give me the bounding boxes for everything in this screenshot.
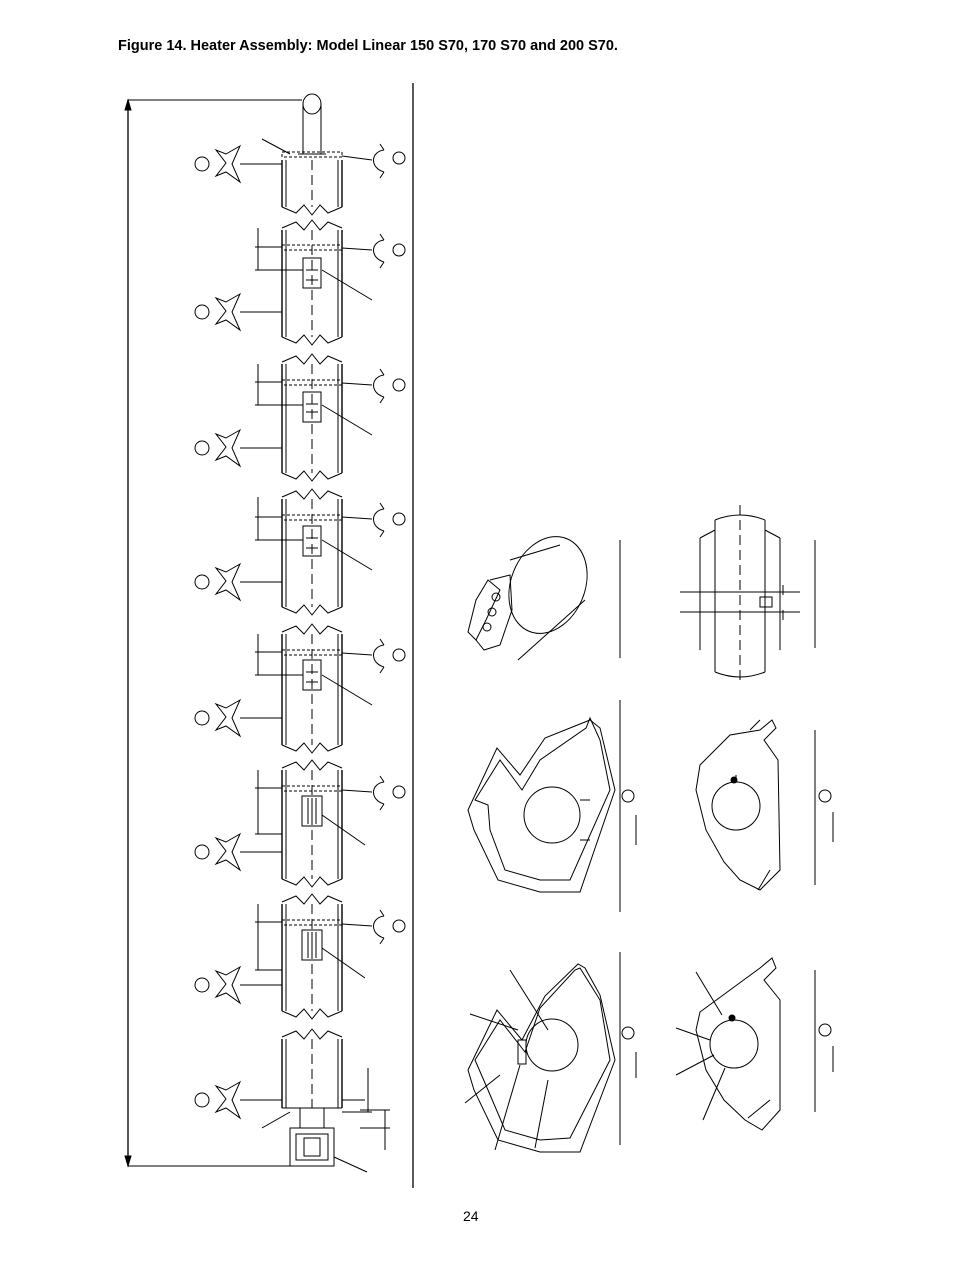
tube-slip-joint-view <box>680 505 815 685</box>
left-hanger-5 <box>195 700 282 736</box>
tube-section-7 <box>282 894 342 1019</box>
right-brackets <box>342 144 405 944</box>
figure-title: Figure 14. Heater Assembly: Model Linear… <box>118 38 618 54</box>
right-bracket-4 <box>342 503 405 537</box>
exhaust-pipe-top <box>262 94 326 154</box>
tube-section-3 <box>282 354 342 481</box>
hanger-bracket-view-2 <box>696 720 833 890</box>
left-hanger-6 <box>195 834 282 870</box>
right-bracket-7 <box>342 910 405 944</box>
left-hanger-8 <box>195 1082 282 1118</box>
tube-sections <box>262 152 367 1172</box>
hanger-bracket-view-3 <box>465 952 636 1152</box>
left-hanger-7 <box>195 967 282 1003</box>
tube-section-6 <box>282 760 342 887</box>
left-hanger-3 <box>195 430 282 466</box>
right-bracket-5 <box>342 639 405 673</box>
hanger-bracket-view-1 <box>468 700 636 912</box>
clamp-isometric-view <box>468 525 620 660</box>
page-number: 24 <box>463 1208 479 1224</box>
right-bracket-2 <box>342 234 405 268</box>
left-hangers <box>195 146 282 1118</box>
tube-section-2 <box>282 220 342 345</box>
left-hanger-1 <box>195 146 282 182</box>
hanger-bracket-view-4 <box>676 958 833 1130</box>
coupler-dimensions <box>255 228 390 1150</box>
right-bracket-3 <box>342 369 405 403</box>
overall-length-dimension <box>125 100 302 1166</box>
left-hanger-2 <box>195 294 282 330</box>
tube-section-4 <box>282 489 342 615</box>
tube-section-1 <box>282 152 342 215</box>
tube-section-8 <box>282 1029 342 1128</box>
left-hanger-4 <box>195 564 282 600</box>
burner-box <box>262 1112 367 1172</box>
right-bracket-1 <box>342 144 405 178</box>
right-bracket-6 <box>342 776 405 810</box>
tube-section-5 <box>282 624 342 753</box>
